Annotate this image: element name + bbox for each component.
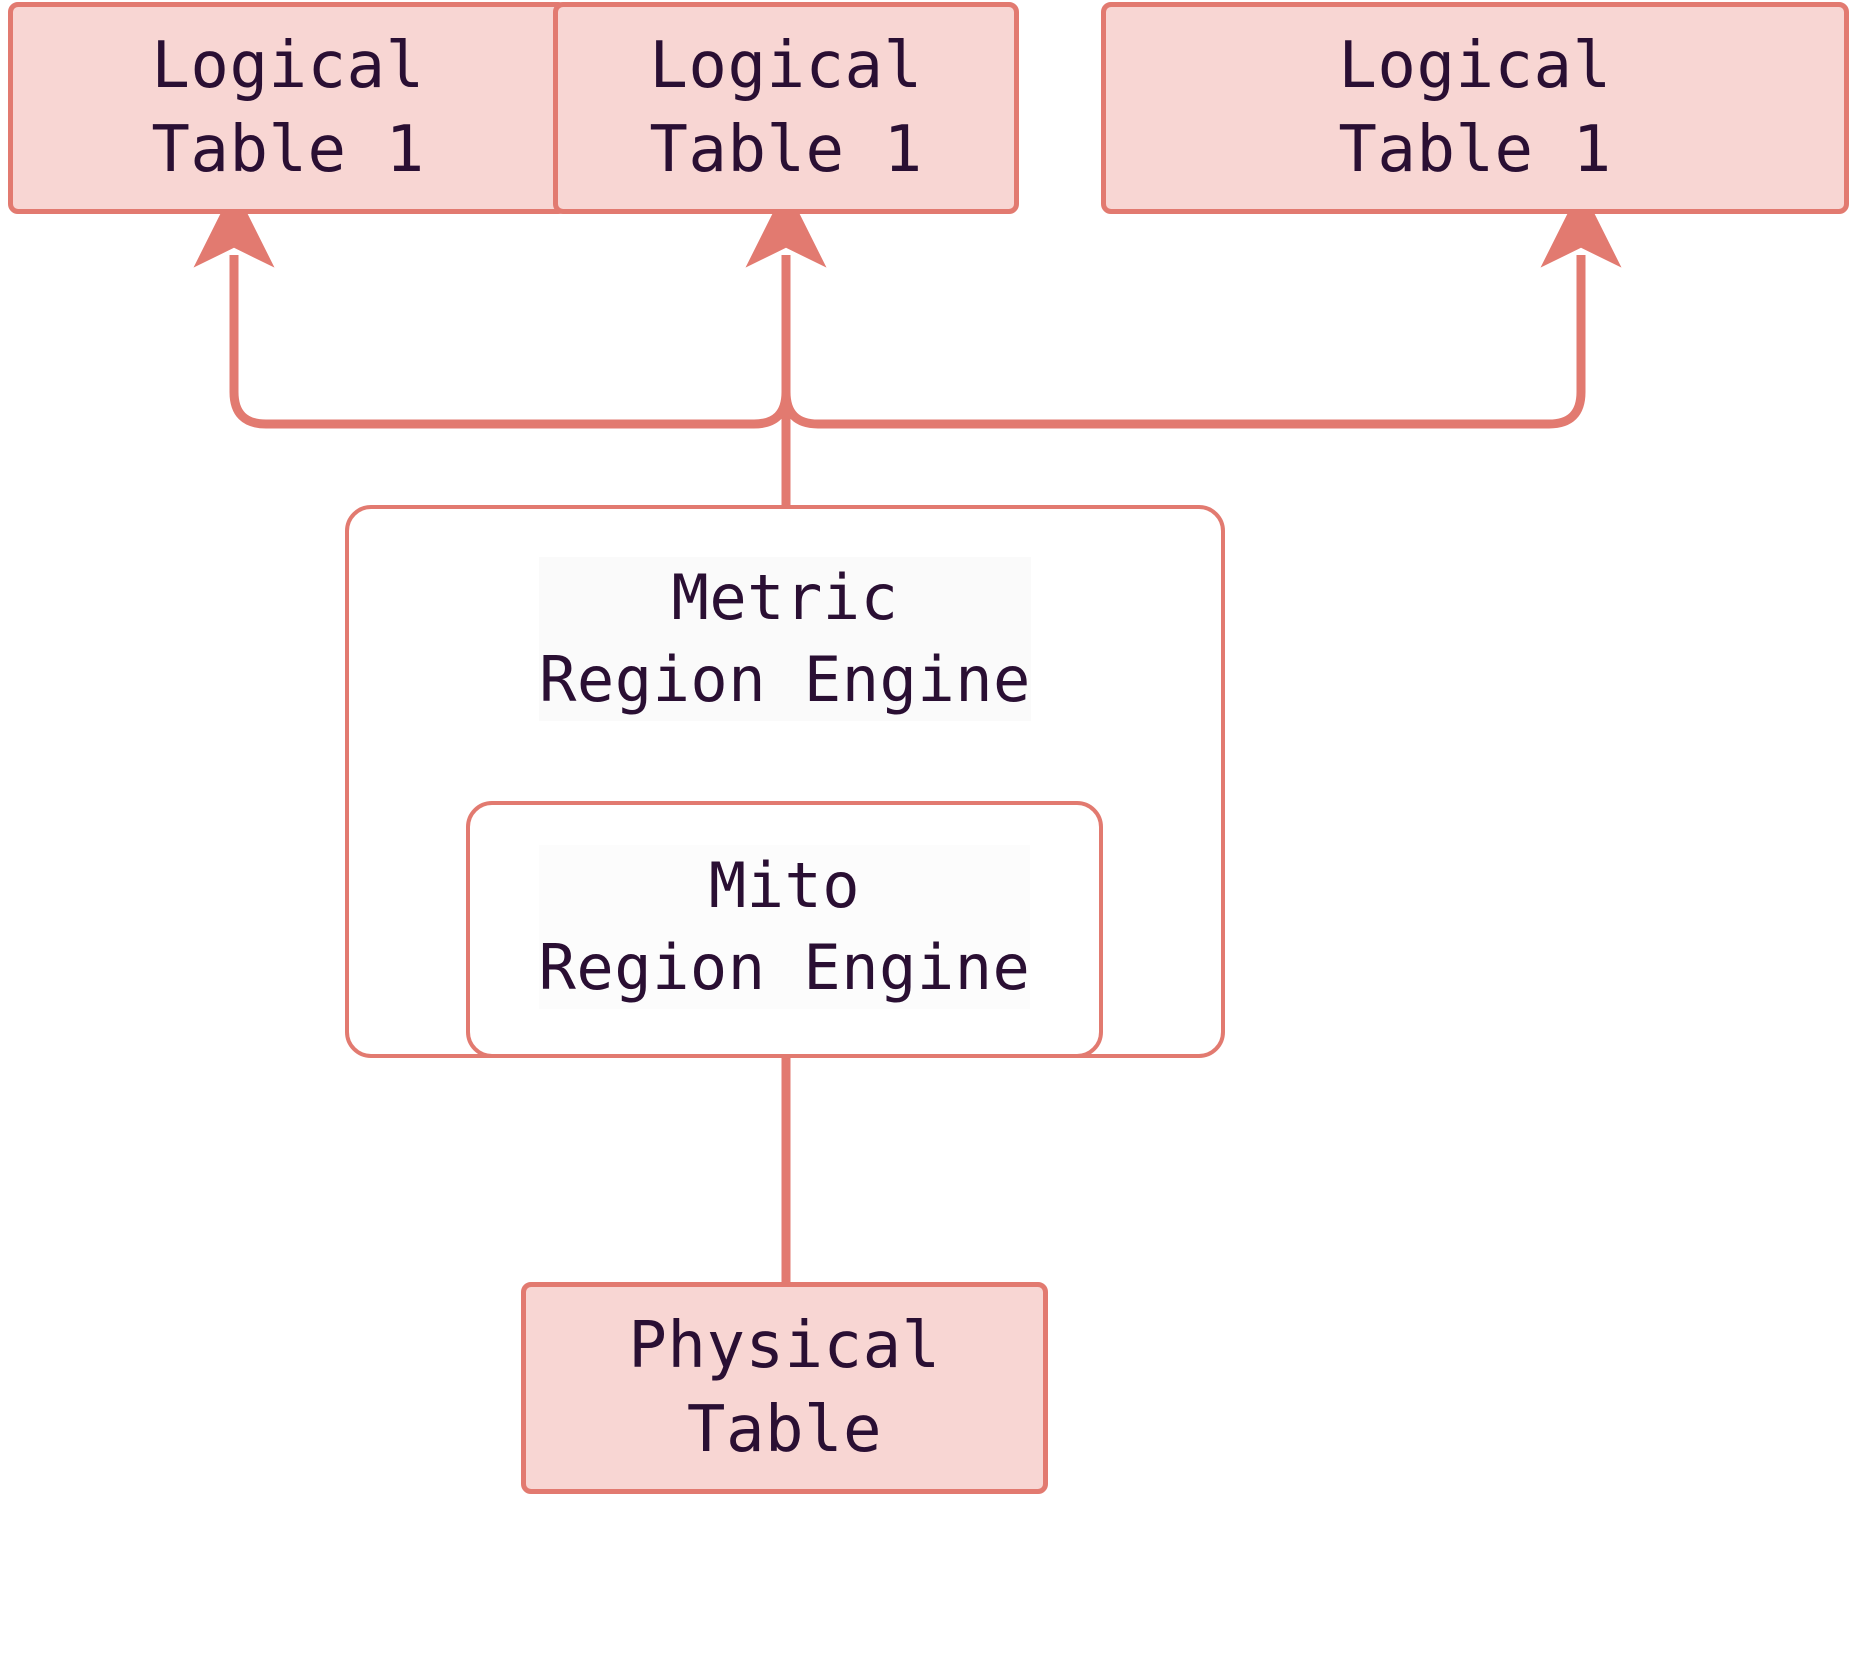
node-logical-table-3-label: Logical Table 1 [1338, 28, 1612, 187]
node-logical-table-1-label: Logical Table 1 [151, 28, 425, 187]
node-physical-table-label: Physical Table [628, 1308, 941, 1467]
node-physical-table[interactable]: Physical Table [521, 1282, 1048, 1494]
node-logical-table-1[interactable]: Logical Table 1 [8, 2, 568, 214]
node-metric-region-engine-label: Metric Region Engine [539, 557, 1031, 721]
edge-metric-to-logical-3 [781, 186, 1622, 429]
node-logical-table-2-label: Logical Table 1 [649, 28, 923, 187]
edge-metric-to-logical-1 [193, 186, 791, 429]
node-mito-region-engine[interactable]: Mito Region Engine [466, 801, 1103, 1058]
node-mito-region-engine-label: Mito Region Engine [538, 845, 1031, 1009]
node-logical-table-2[interactable]: Logical Table 1 [553, 2, 1019, 214]
node-logical-table-3[interactable]: Logical Table 1 [1101, 2, 1849, 214]
